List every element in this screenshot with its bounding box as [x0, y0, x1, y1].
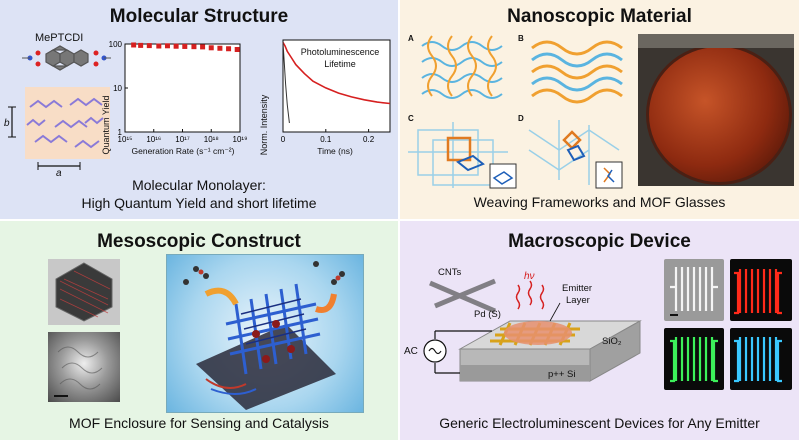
label-cnts: CNTs: [438, 267, 462, 278]
label-layer: Layer: [566, 295, 590, 306]
qy-y-tick-label: 10: [113, 84, 122, 93]
nanoscopic-title: Nanoscopic Material: [507, 6, 692, 27]
quantum-yield-chart: 10¹⁵ 10¹⁶ 10¹⁷ 10¹⁸ 10¹⁹ 1 10 100: [109, 40, 248, 144]
qy-data-point: [234, 46, 240, 52]
molecule-label: MePTCDI: [35, 32, 84, 44]
molecular-structure-panel: Molecular Structure MePTCDI b a 10¹: [0, 0, 398, 219]
qy-data-point: [208, 45, 214, 51]
mof-glass-photo: [638, 34, 794, 186]
axis-a-label: a: [56, 168, 62, 179]
qy-data-point: [138, 42, 144, 48]
mof-enclosure-drawing: [183, 261, 345, 410]
pl-ylabel: Norm. Intensity: [259, 94, 269, 156]
mesoscopic-caption: MOF Enclosure for Sensing and Catalysis: [69, 415, 329, 431]
label-emitter: Emitter: [562, 283, 593, 294]
weave-diagram-b: [531, 40, 623, 104]
pl-x-tick-label: 0.2: [363, 135, 375, 144]
qy-x-tick-label: 10¹⁶: [146, 135, 161, 144]
sub-label-b: B: [518, 34, 524, 43]
molecular-title: Molecular Structure: [109, 6, 289, 27]
pl-decay-line: [282, 42, 391, 105]
label-pd: Pd (S): [474, 309, 501, 320]
label-sio2: SiO₂: [602, 336, 622, 347]
qy-data-point: [146, 43, 152, 49]
pl-x-tick-label: 0.1: [320, 135, 332, 144]
lattice-axes: [8, 106, 81, 170]
qy-data-point: [217, 45, 223, 51]
weave-diagram-c: [408, 122, 517, 189]
qy-plot-frame: [124, 43, 241, 133]
qy-xlabel: Generation Rate (s⁻¹ cm⁻²): [131, 146, 235, 156]
qy-x-tick-label: 10¹⁸: [204, 135, 219, 144]
sem-texture: [54, 346, 103, 397]
label-hv: hν: [524, 271, 535, 282]
qy-data-point: [173, 43, 179, 49]
device-electrode-patterns: [670, 267, 782, 383]
pl-irf-line: [282, 42, 290, 124]
macroscopic-caption: Generic Electroluminescent Devices for A…: [439, 415, 760, 431]
qy-data-point: [182, 43, 188, 49]
macroscopic-device-panel: Macroscopic Device: [400, 221, 799, 440]
label-si: p++ Si: [548, 369, 576, 380]
device-schematic: [423, 278, 642, 382]
qy-y-tick-label: 1: [118, 128, 123, 137]
qy-data-point: [164, 43, 170, 49]
molecule-illustration: [22, 45, 111, 71]
weave-diagram-a: [421, 35, 503, 99]
pl-plot-frame: [282, 39, 391, 133]
qy-x-tick-label: 10¹⁵: [118, 135, 133, 144]
macroscopic-title: Macroscopic Device: [508, 231, 691, 252]
qy-data-point: [156, 43, 162, 49]
axis-b-label: b: [4, 118, 10, 129]
molecular-caption-line1: Molecular Monolayer:: [132, 177, 266, 193]
qy-x-tick-label: 10¹⁷: [175, 135, 190, 144]
nanoscopic-caption: Weaving Frameworks and MOF Glasses: [473, 194, 726, 210]
pl-lifetime-chart: 0 0.1 0.2: [281, 39, 391, 144]
sub-label-d: D: [518, 114, 524, 123]
lattice-molecules: [26, 97, 104, 149]
pl-title: Photoluminescence Lifetime: [300, 47, 380, 69]
nanoscopic-material-panel: Nanoscopic Material A B C D: [400, 0, 799, 219]
mesoscopic-title: Mesoscopic Construct: [97, 231, 301, 252]
qy-y-tick-label: 100: [109, 40, 123, 49]
molecular-caption-line2: High Quantum Yield and short lifetime: [81, 195, 317, 211]
qy-data-point: [226, 46, 232, 52]
pl-x-tick-label: 0: [281, 135, 286, 144]
weave-diagram-d: [528, 120, 623, 189]
qy-data-point: [200, 44, 206, 50]
qy-data-point: [131, 42, 137, 48]
qy-data-point: [191, 44, 197, 50]
mof-crystal-polyhedron: [55, 262, 113, 322]
sub-label-c: C: [408, 114, 414, 123]
qy-x-tick-label: 10¹⁹: [233, 135, 248, 144]
sem-image: [48, 332, 120, 402]
label-ac: AC: [404, 346, 418, 357]
sub-label-a: A: [408, 34, 414, 43]
pl-xlabel: Time (ns): [317, 146, 353, 156]
pl-ylabel-wrap: Norm. Intensity: [257, 92, 269, 162]
mesoscopic-construct-panel: Mesoscopic Construct MOF Enclosure: [0, 221, 398, 440]
